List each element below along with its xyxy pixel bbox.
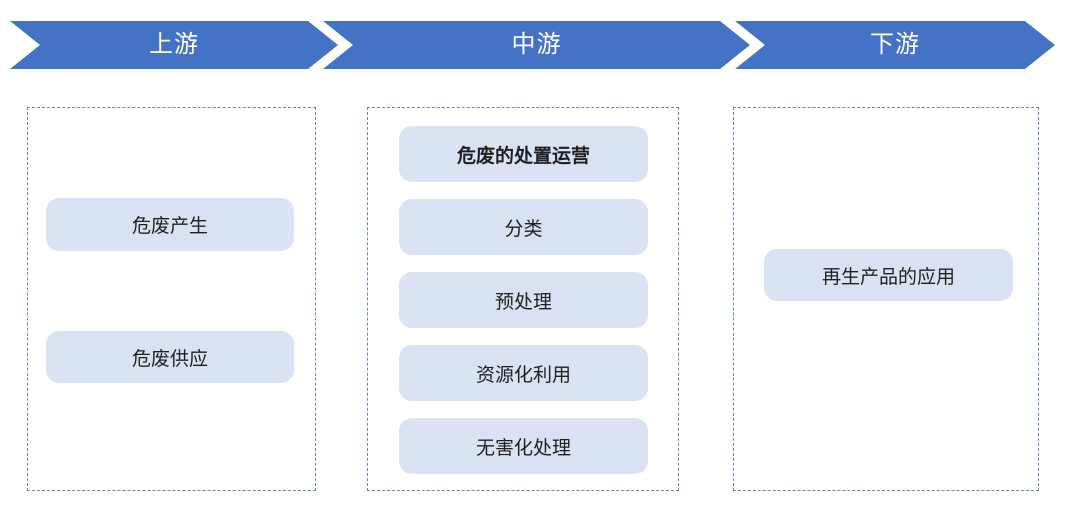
process-box-resource-utilization: 资源化利用	[399, 345, 648, 401]
process-box-waste-supply: 危废供应	[46, 331, 294, 383]
process-box-waste-generation: 危废产生	[46, 198, 294, 251]
chevron-downstream-shape	[735, 21, 1055, 69]
downstream-panel: 再生产品的应用	[733, 107, 1039, 491]
stage-label-downstream: 下游	[870, 31, 920, 58]
process-box-classification: 分类	[399, 199, 648, 255]
stage-label-upstream: 上游	[149, 31, 199, 58]
chevron-midstream-shape	[323, 21, 750, 69]
stage-label-midstream: 中游	[511, 31, 562, 58]
process-box-harmless-treatment: 无害化处理	[399, 418, 648, 474]
midstream-panel: 危废的处置运营 分类 预处理 资源化利用 无害化处理	[367, 107, 679, 491]
process-box-disposal-operation: 危废的处置运营	[399, 126, 648, 182]
process-box-pretreatment: 预处理	[399, 272, 648, 328]
stage-chevron-band	[10, 21, 1055, 69]
upstream-panel: 危废产生 危废供应	[27, 107, 316, 491]
process-box-recycled-product-application: 再生产品的应用	[764, 249, 1013, 301]
chevron-upstream-shape	[10, 21, 338, 69]
